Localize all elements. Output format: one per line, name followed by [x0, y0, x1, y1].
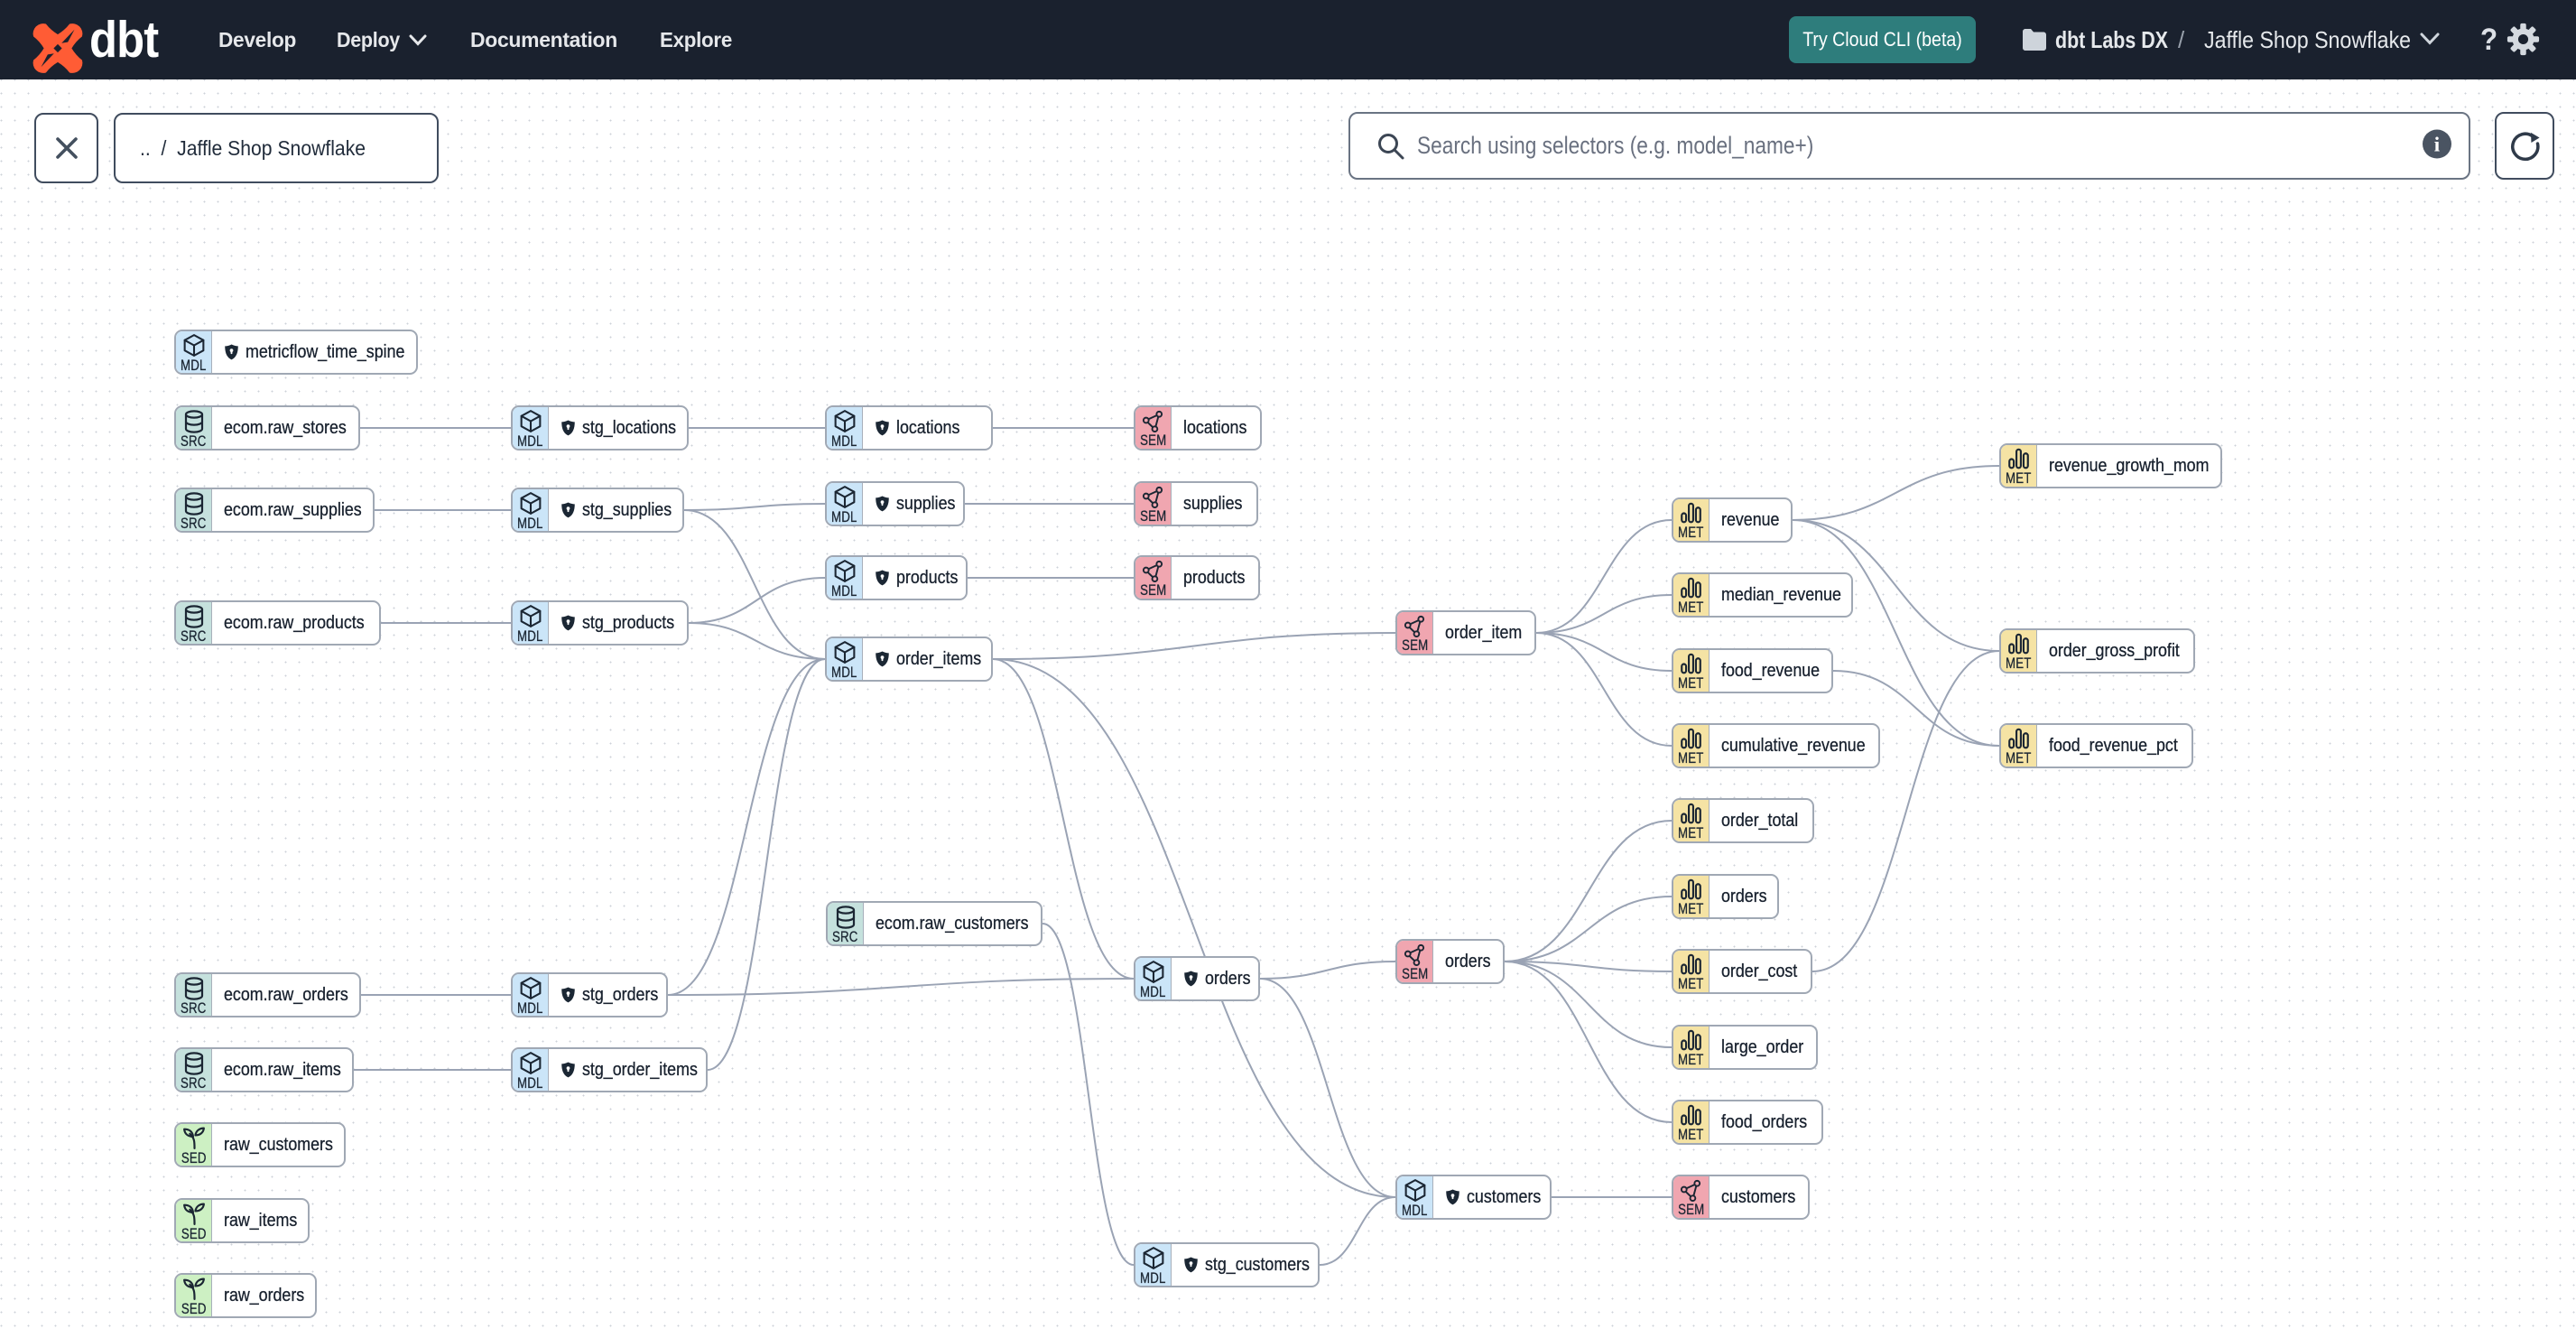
svg-text:i: i	[2434, 133, 2441, 155]
